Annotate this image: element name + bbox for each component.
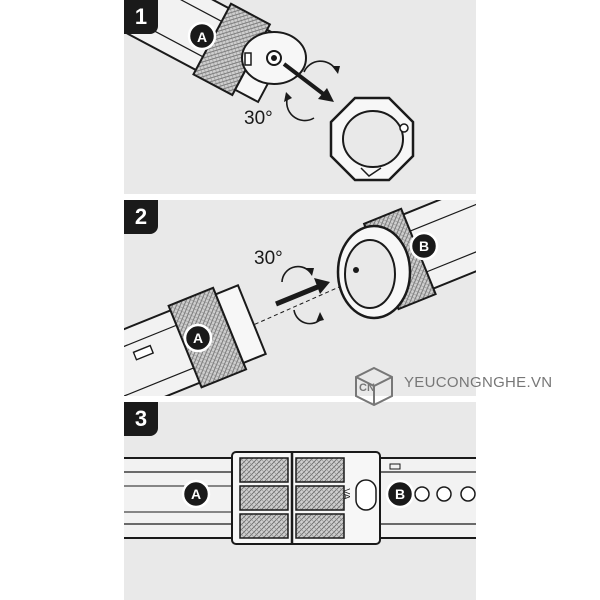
step-3-panel: 3 A B VA — [124, 402, 476, 600]
step-1-illustration — [124, 0, 415, 182]
rotate-arc-icon — [281, 265, 311, 283]
alignment-line — [241, 275, 365, 331]
mount-ring — [329, 96, 415, 182]
rotate-arc-icon — [303, 60, 337, 73]
rotation-angle-label: 30° — [254, 248, 283, 269]
battery-icon — [389, 463, 401, 470]
control-button-icon — [414, 486, 430, 502]
watermark: CN YEUCONGNGHE.VN — [352, 366, 552, 406]
marker-b-label: B — [394, 486, 406, 502]
watermark-text: YEUCONGNGHE.VN — [404, 374, 553, 391]
direction-arrow — [275, 283, 321, 307]
cube-logo-icon — [355, 366, 393, 406]
marker-b-label: B — [418, 238, 430, 254]
marker-b — [409, 231, 439, 261]
step-number-badge: 1 — [124, 0, 158, 34]
marker-a-label: A — [196, 29, 208, 45]
step-3-illustration — [124, 451, 476, 545]
step-number-badge: 2 — [124, 200, 158, 234]
rotate-arc-icon — [285, 95, 315, 122]
step-1-panel: 1 A 30° — [124, 0, 476, 194]
step-number-badge: 3 — [124, 402, 158, 436]
step-2-panel: 2 A B 30° — [124, 200, 476, 396]
logo-letters: CN — [359, 382, 375, 394]
switch-slot — [355, 479, 377, 511]
rotation-angle-label: 30° — [244, 108, 273, 129]
marker-a-label: A — [192, 330, 204, 346]
marker-a — [181, 479, 211, 509]
rotate-arc-icon — [293, 309, 323, 325]
control-button-icon — [460, 486, 476, 502]
voltage-marking: VA — [341, 488, 352, 500]
marker-b — [385, 479, 415, 509]
marker-a-label: A — [190, 486, 202, 502]
step-2-illustration — [124, 200, 476, 396]
marker-a — [183, 323, 213, 353]
control-button-icon — [436, 486, 452, 502]
direction-arrow — [282, 62, 328, 98]
marker-a — [187, 21, 217, 51]
